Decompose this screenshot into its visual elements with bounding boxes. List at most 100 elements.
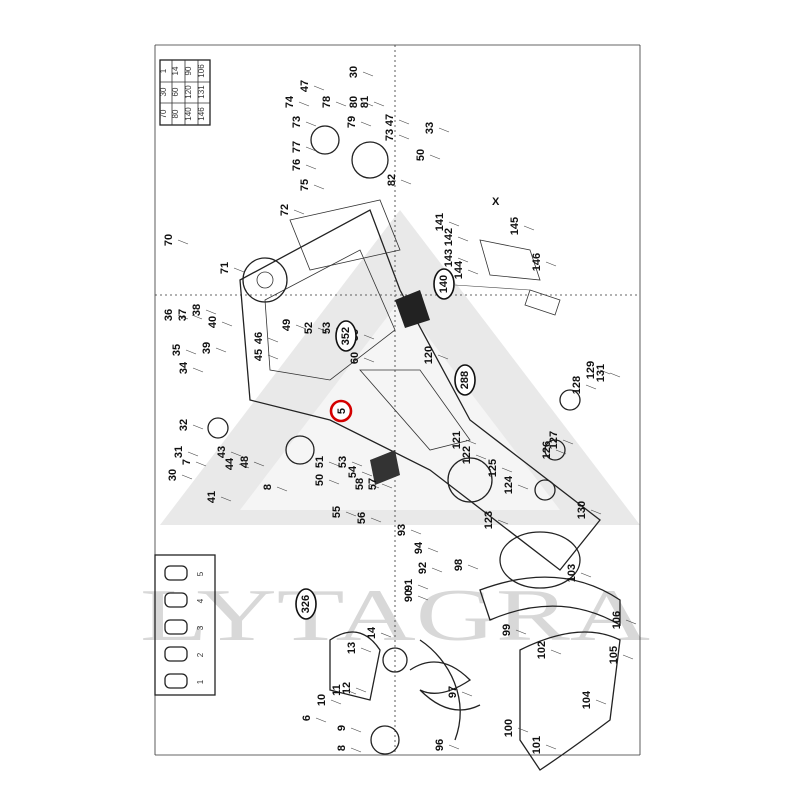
legend-cell: 30 bbox=[159, 87, 168, 96]
part-leader-line bbox=[438, 127, 450, 133]
part-number-label: 13 bbox=[346, 642, 358, 654]
gear-77 bbox=[310, 125, 340, 155]
dark-pad bbox=[370, 450, 400, 485]
bearing-housing bbox=[285, 435, 315, 465]
reference-label: 288 bbox=[459, 371, 471, 389]
frame bbox=[154, 44, 641, 756]
part-leader-line bbox=[345, 689, 357, 695]
part-leader-line bbox=[501, 467, 513, 473]
part-leader-line bbox=[315, 717, 327, 723]
part-leader-line bbox=[562, 439, 574, 445]
part-leader-line bbox=[181, 474, 193, 480]
part-leader-line bbox=[497, 519, 509, 525]
part-number-label: 96 bbox=[434, 739, 446, 751]
part-number-label: 144 bbox=[453, 260, 465, 279]
part-number-label: 77 bbox=[291, 141, 303, 153]
part-leader-line bbox=[381, 483, 393, 489]
part-leader-line bbox=[328, 461, 340, 467]
impeller-103 bbox=[499, 531, 581, 589]
part-number-label: 98 bbox=[453, 559, 465, 571]
part-leader-line bbox=[550, 649, 562, 655]
part-leader-line bbox=[177, 314, 189, 320]
part-leader-line bbox=[373, 101, 385, 107]
part-leader-line bbox=[185, 349, 197, 355]
part-leader-line bbox=[360, 121, 372, 127]
gear-71 bbox=[242, 257, 288, 303]
assembly-x-bracket bbox=[479, 239, 541, 281]
highlight-callout: 5 bbox=[329, 399, 353, 423]
part-number-label: 38 bbox=[191, 304, 203, 316]
part-leader-line bbox=[238, 463, 250, 469]
bearing-129 bbox=[559, 389, 581, 411]
part-leader-line bbox=[417, 584, 429, 590]
legend-cell: 120 bbox=[184, 85, 193, 99]
part-number-label: 73 bbox=[291, 116, 303, 128]
part-number-label: 121 bbox=[451, 431, 463, 449]
assembly-x-mark: X bbox=[492, 196, 500, 208]
part-leader-line bbox=[192, 367, 204, 373]
part-number-label: 50 bbox=[415, 149, 427, 161]
part-leader-line bbox=[363, 357, 375, 363]
part-number-label: 46 bbox=[253, 332, 265, 344]
chain-link-label: 2 bbox=[196, 652, 205, 657]
black-block bbox=[395, 290, 430, 328]
legend-cell: 70 bbox=[159, 109, 168, 118]
reference-label: 326 bbox=[300, 595, 312, 613]
part-number-label: 99 bbox=[501, 624, 513, 636]
part-number-label: 81 bbox=[359, 96, 371, 108]
part-number-label: 82 bbox=[386, 174, 398, 186]
part-leader-line bbox=[517, 484, 529, 490]
housing-panel bbox=[264, 249, 396, 381]
part-number-label: 41 bbox=[206, 491, 218, 503]
part-number-label: 74 bbox=[284, 95, 296, 108]
part-number-label: 53 bbox=[337, 456, 349, 468]
part-leader-line bbox=[609, 372, 621, 378]
support-bracket bbox=[359, 369, 471, 451]
part-number-label: 55 bbox=[331, 506, 343, 518]
assembly-x-plate bbox=[524, 289, 561, 316]
part-leader-line bbox=[177, 239, 189, 245]
part-number-label: 124 bbox=[503, 475, 515, 494]
part-number-label: 91 bbox=[403, 579, 415, 591]
part-number-label: 122 bbox=[461, 446, 473, 464]
part-number-label: 146 bbox=[531, 253, 543, 271]
part-number-label: 44 bbox=[224, 457, 236, 470]
part-leader-line bbox=[523, 225, 535, 231]
legend-cell: 14 bbox=[171, 66, 180, 75]
part-leader-line bbox=[515, 629, 527, 635]
part-leader-line bbox=[370, 517, 382, 523]
part-number-label: 47 bbox=[384, 114, 396, 126]
gears bbox=[207, 125, 581, 755]
part-leader-line bbox=[580, 572, 592, 578]
part-leader-line bbox=[398, 119, 410, 125]
part-leader-line bbox=[305, 121, 317, 127]
assembly-x-arrow bbox=[454, 284, 531, 291]
part-number-label: 49 bbox=[281, 319, 293, 331]
part-number-label: 31 bbox=[173, 446, 185, 458]
part-leader-line bbox=[350, 747, 362, 753]
part-number-label: 37 bbox=[177, 309, 189, 321]
part-leader-line bbox=[368, 483, 380, 489]
part-leader-line bbox=[276, 486, 288, 492]
part-number-label: 60 bbox=[349, 352, 361, 364]
part-number-label: 14 bbox=[366, 626, 378, 639]
legend-cell: 140 bbox=[184, 107, 193, 121]
auger-assembly bbox=[329, 576, 621, 771]
legend-cell: 106 bbox=[197, 64, 206, 78]
part-leader-line bbox=[555, 449, 567, 455]
legend-cell: 80 bbox=[171, 109, 180, 118]
reference-oval bbox=[454, 364, 476, 396]
reference-oval bbox=[433, 268, 455, 300]
part-number-label: 75 bbox=[299, 179, 311, 191]
part-number-label: 100 bbox=[503, 719, 515, 737]
part-leader-line bbox=[298, 101, 310, 107]
part-leader-line bbox=[457, 236, 469, 242]
part-number-label: 78 bbox=[321, 96, 333, 108]
part-number-label: 143 bbox=[443, 249, 455, 267]
part-number-label: 130 bbox=[576, 501, 588, 519]
reference-oval bbox=[335, 320, 357, 352]
chain-link-label: 3 bbox=[196, 625, 205, 630]
part-leader-line bbox=[313, 85, 325, 91]
gear-71-hub bbox=[256, 271, 274, 289]
part-leader-line bbox=[293, 209, 305, 215]
